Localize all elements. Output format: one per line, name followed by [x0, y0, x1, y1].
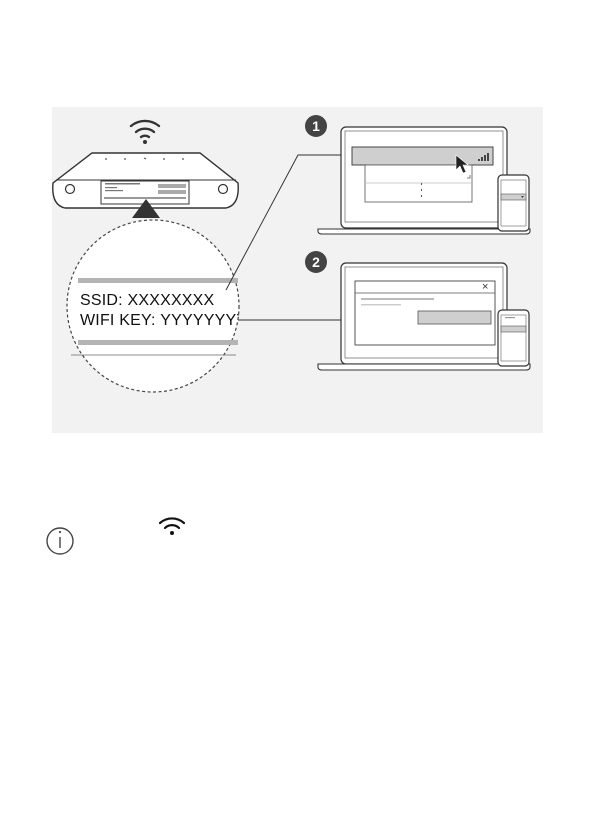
- wifi-icon: [131, 121, 159, 144]
- phone-2: [498, 310, 529, 366]
- note-wifi-icon: [160, 518, 184, 535]
- step-1-number: 1: [305, 118, 327, 134]
- magnifier-label: [67, 220, 239, 392]
- phone-1: [498, 175, 529, 231]
- dialog-close-icon: ×: [482, 281, 488, 293]
- info-icon: [47, 528, 73, 554]
- step-2-number: 2: [305, 254, 327, 270]
